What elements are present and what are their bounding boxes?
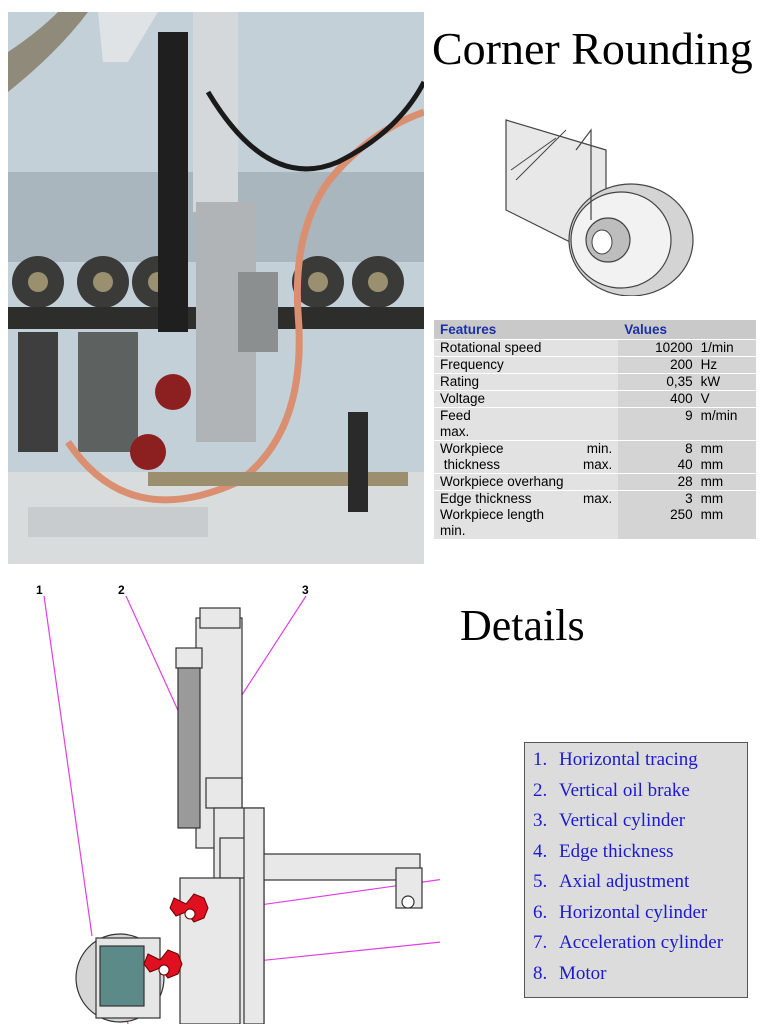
feature-label-line2: max. <box>440 424 470 439</box>
table-row: Voltage 400 V <box>434 390 756 408</box>
feature-label: Edge thickness <box>440 491 532 506</box>
feature-cell: Rotational speed <box>434 339 619 357</box>
legend-number: 3. <box>533 810 548 831</box>
table-row: Rotational speed 10200 1/min <box>434 339 756 357</box>
feature-cell: Workpiece min. <box>434 440 619 457</box>
unit-cell: kW <box>696 373 756 391</box>
list-item: 3. Vertical cylinder <box>533 806 747 837</box>
page-title: Corner Rounding <box>432 23 753 74</box>
details-title: Details <box>460 601 585 650</box>
list-item: 5. Axial adjustment <box>533 867 747 898</box>
table-row: Frequency 200 Hz <box>434 356 756 374</box>
unit-cell: mm <box>696 457 756 474</box>
list-item: 4. Edge thickness <box>533 837 747 868</box>
table-row: Rating 0,35 kW <box>434 373 756 391</box>
table-header-row: Features Values <box>434 320 756 340</box>
value-cell: 10200 <box>618 339 697 357</box>
value-cell: 0,35 <box>618 373 697 391</box>
legend-label: Edge thickness <box>559 840 674 862</box>
unit-cell: mm <box>696 507 756 539</box>
legend-number: 2. <box>533 779 548 801</box>
feature-label: Voltage <box>440 391 486 406</box>
value-cell: 40 <box>618 457 697 474</box>
legend-label: Acceleration cylinder <box>559 932 724 953</box>
value-cell: 28 <box>618 473 697 491</box>
feature-label: Workpiece <box>440 441 504 456</box>
machine-photo <box>8 12 424 564</box>
callout-1: 1 <box>36 583 43 597</box>
technical-drawing: 1 2 3 4 5 <box>0 578 491 1029</box>
table-row: thickness max. 40 mm <box>434 457 756 474</box>
legend-number: 8. <box>533 962 548 984</box>
value-cell: 3 <box>618 490 697 507</box>
limit-label: max. <box>583 457 613 472</box>
feature-cell: Edge thickness max. <box>434 490 619 507</box>
legend-label: Motor <box>559 962 607 984</box>
legend-number: 1. <box>533 749 548 770</box>
feature-label: Feed <box>440 408 471 423</box>
table-row: Edge thickness max. 3 mm <box>434 490 756 507</box>
legend-label: Axial adjustment <box>559 871 690 892</box>
legend-number: 4. <box>533 840 548 862</box>
list-item: 7. Acceleration cylinder <box>533 928 747 959</box>
unit-cell: m/min <box>696 407 756 441</box>
feature-label: Frequency <box>440 357 504 372</box>
header-features: Features <box>434 320 619 340</box>
table-row: Workpiece min. 8 mm <box>434 440 756 457</box>
list-item: 1. Horizontal tracing <box>533 745 747 776</box>
unit-cell: mm <box>696 490 756 507</box>
feature-label: Workpiece overhang <box>440 474 564 489</box>
value-cell: 250 <box>618 507 697 539</box>
feature-cell: Voltage <box>434 390 619 408</box>
list-item: 8. Motor <box>533 959 747 990</box>
legend-number: 7. <box>533 932 548 953</box>
limit-label: max. <box>583 491 613 506</box>
feature-cell: thickness max. <box>434 457 618 474</box>
value-cell: 400 <box>618 390 697 408</box>
value-cell: 9 <box>618 407 697 441</box>
feature-label: Rotational speed <box>440 340 542 355</box>
feature-label: thickness <box>440 457 501 472</box>
feature-cell: Frequency <box>434 356 619 374</box>
legend-label: Vertical oil brake <box>559 779 690 801</box>
unit-cell: V <box>696 390 756 408</box>
callout-3: 3 <box>302 583 309 597</box>
feature-cell: Workpiece overhang <box>434 473 619 491</box>
feature-label: Workpiece length <box>440 507 545 522</box>
legend-label: Horizontal cylinder <box>559 901 708 923</box>
value-cell: 8 <box>618 440 697 457</box>
feature-cell: Rating <box>434 373 619 391</box>
list-item: 6. Horizontal cylinder <box>533 898 747 929</box>
limit-label: min. <box>586 441 613 456</box>
legend-label: Vertical cylinder <box>559 810 686 831</box>
cutter-illustration <box>496 110 702 297</box>
spec-table: Features Values Rotational speed 10200 1… <box>434 320 756 539</box>
legend-number: 6. <box>533 901 548 923</box>
table-row: Workpiece overhang 28 mm <box>434 473 756 491</box>
header-values: Values <box>618 320 756 340</box>
feature-label-line2: min. <box>440 523 466 538</box>
details-legend: 1. Horizontal tracing 2. Vertical oil brak… <box>524 742 748 998</box>
legend-label: Horizontal tracing <box>559 749 698 770</box>
callout-2: 2 <box>118 583 125 597</box>
unit-cell: mm <box>696 473 756 491</box>
unit-cell: mm <box>696 440 756 457</box>
feature-label: Rating <box>440 374 480 389</box>
list-item: 2. Vertical oil brake <box>533 776 747 807</box>
unit-cell: Hz <box>696 356 756 374</box>
unit-cell: 1/min <box>696 339 756 357</box>
value-cell: 200 <box>618 356 697 374</box>
legend-number: 5. <box>533 871 548 892</box>
